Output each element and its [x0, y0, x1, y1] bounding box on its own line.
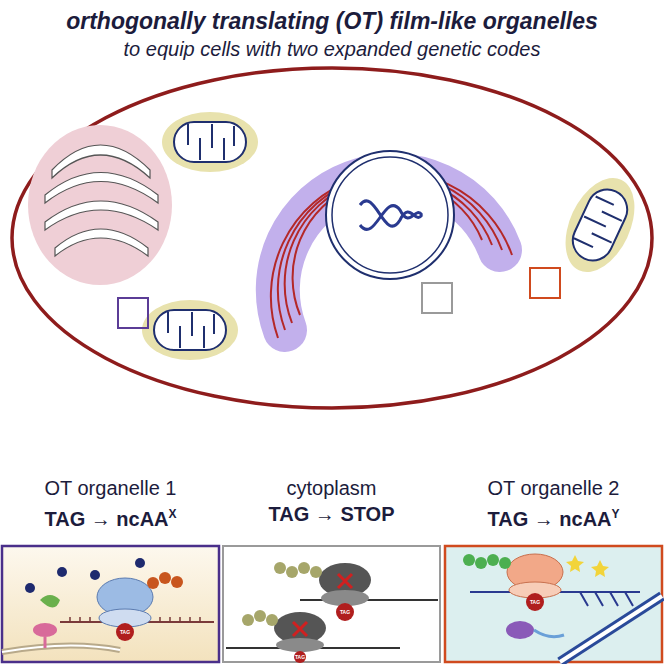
panel-illustration [445, 546, 662, 662]
panel-illustration-part [171, 576, 183, 588]
subtitle-text: to equip cells with two expanded genetic… [124, 38, 541, 61]
panel-heading: OT organelle 2TAG → ncAAY [445, 462, 662, 532]
panel-illustration-part [310, 566, 322, 578]
mitochondrion [552, 167, 649, 283]
nucleus-part [332, 157, 448, 273]
golgi-organelle [28, 125, 172, 285]
superscript: Y [612, 507, 620, 521]
panel-illustration-part [90, 570, 100, 580]
panel-title: cytoplasm [223, 476, 440, 501]
panel-illustration-part [44, 637, 47, 648]
cell-membrane [12, 68, 652, 408]
mitochondrion [142, 300, 238, 360]
title-text: orthogonally translating (OT) film-like … [0, 8, 664, 35]
golgi-organelle-part [45, 201, 158, 230]
codon-rule-text: TAG → STOP [269, 503, 395, 525]
panel-illustration [223, 546, 440, 663]
mitochondrion [162, 112, 258, 172]
nucleus-part [360, 206, 422, 230]
panel-illustration-part [560, 596, 662, 662]
mitochondrion-part [162, 112, 258, 172]
panel-illustration-part [300, 599, 438, 601]
mitochondrion-part [168, 312, 214, 348]
codon-rule-text: TAG → ncAA [44, 508, 168, 530]
panel-illustration-part [33, 623, 57, 637]
panel-illustration-part [463, 554, 475, 566]
panel-illustration-part [591, 560, 609, 577]
superscript: X [169, 507, 177, 521]
zoom-square-part [530, 268, 560, 298]
mitochondrion-part [566, 183, 634, 267]
panel-illustration-part [475, 557, 487, 569]
panel-illustration-part [560, 596, 662, 662]
codon-label: TAG [120, 629, 130, 635]
codon-rule: TAG → ncAAY [445, 501, 662, 532]
panel-illustration-part [293, 622, 307, 636]
panel-heading: cytoplasmTAG → STOP [223, 462, 440, 527]
panel-illustration-part [266, 614, 278, 626]
panel-title: OT organelle 1 [2, 476, 219, 501]
panel-illustration-part [566, 555, 584, 572]
panel-illustration-part [2, 546, 219, 662]
mitochondrion-part [142, 300, 238, 360]
panel-illustration-part [534, 630, 564, 637]
panel-illustration-part [274, 562, 286, 574]
mitochondrion-part [174, 122, 246, 162]
cell-membrane-part [12, 68, 652, 408]
panel-illustration [2, 546, 219, 662]
golgi-organelle-part [55, 229, 148, 256]
panel-illustration-part [159, 572, 171, 584]
codon-rule: TAG → STOP [223, 501, 440, 527]
codon-label: TAG [295, 654, 305, 660]
zoom-square-part [422, 283, 452, 313]
panel-illustration-part [286, 566, 298, 578]
panel-title: OT organelle 2 [445, 476, 662, 501]
panel-illustration-part [338, 574, 352, 588]
codon-label: TAG [340, 609, 350, 615]
zoom-square-part [118, 298, 148, 328]
panel-heading: OT organelle 1TAG → ncAAX [2, 462, 219, 532]
golgi-organelle-part [45, 173, 158, 204]
codon-label: TAG [530, 599, 540, 605]
panel-illustration-part [276, 638, 324, 652]
panel-illustration-part [487, 554, 499, 566]
panel-illustration-part [506, 621, 534, 639]
panel-illustration-part [223, 546, 440, 662]
golgi-organelle-part [28, 125, 172, 285]
panel-illustration-part [336, 603, 354, 621]
panel-illustration-part [57, 567, 67, 577]
panel-illustration-part [2, 645, 120, 652]
panel-illustration-part [135, 558, 145, 568]
mitochondrion-part [552, 167, 649, 283]
panel-illustration-part [526, 593, 544, 611]
codon-rule: TAG → ncAAX [2, 501, 219, 532]
panel-illustration-part [242, 614, 254, 626]
nucleus-part [326, 151, 454, 279]
mitochondrion-part [574, 196, 626, 254]
nucleus [326, 151, 454, 279]
panel-illustration-part [25, 583, 35, 593]
panel-illustration-part [499, 557, 511, 569]
panel-illustration-part [445, 546, 662, 662]
panel-illustration-part [147, 577, 159, 589]
panel-illustration-part [298, 562, 310, 574]
panel-illustration-part [580, 592, 633, 606]
codon-rule-text: TAG → ncAA [487, 508, 611, 530]
panel-illustration-part [2, 645, 120, 652]
mitochondrion-part [188, 124, 234, 160]
panel-illustration-part [254, 610, 266, 622]
panel-illustration-part [116, 623, 134, 641]
panel-illustration-part [294, 651, 306, 663]
mitochondrion-part [154, 310, 226, 350]
zoom-square [118, 268, 560, 328]
panel-illustration-part [40, 595, 60, 608]
